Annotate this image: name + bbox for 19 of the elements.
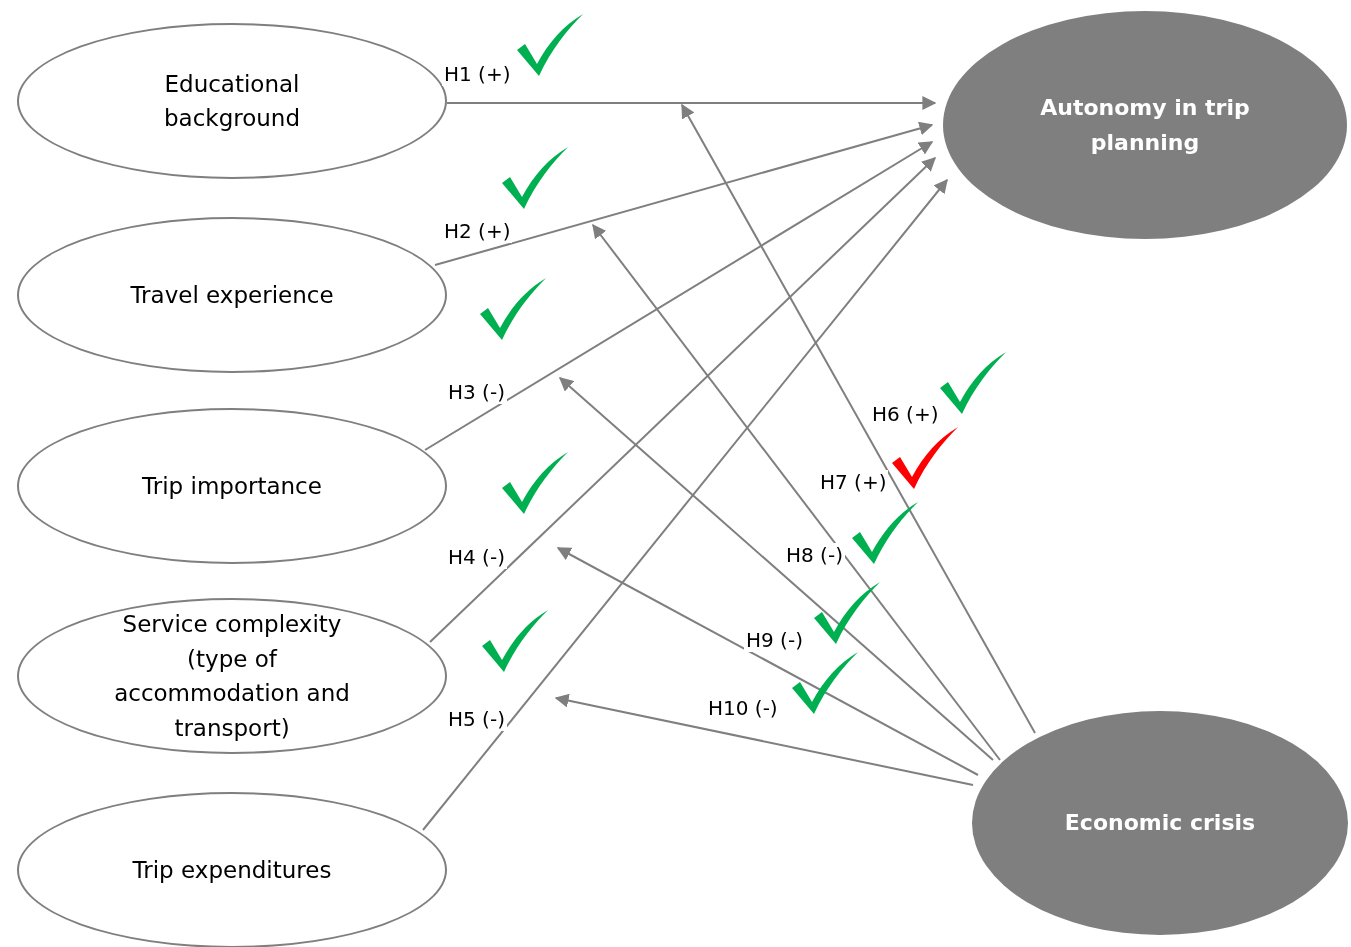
arrow — [424, 141, 934, 451]
node-label: Travel experience — [130, 280, 334, 310]
arrow — [429, 157, 936, 643]
node-label: Educational background — [162, 69, 301, 133]
edge-label: H8 (-) — [784, 543, 845, 567]
node-label: Trip expenditures — [132, 855, 332, 885]
node-label: Economic crisis — [1064, 809, 1256, 838]
arrow — [558, 377, 994, 761]
arrow — [554, 693, 974, 786]
arrow — [681, 103, 1036, 734]
edge-label: H7 (+) — [818, 470, 889, 494]
arrow — [446, 96, 937, 110]
node-label: Trip importance — [142, 471, 322, 501]
arrow — [592, 223, 1001, 761]
arrow — [422, 178, 948, 831]
arrow — [556, 547, 979, 776]
arrow — [434, 121, 934, 266]
node-label: Service complexity (type of accommodation and transport) — [113, 610, 351, 743]
node-label: Autonomy in trip planning — [1039, 93, 1251, 157]
